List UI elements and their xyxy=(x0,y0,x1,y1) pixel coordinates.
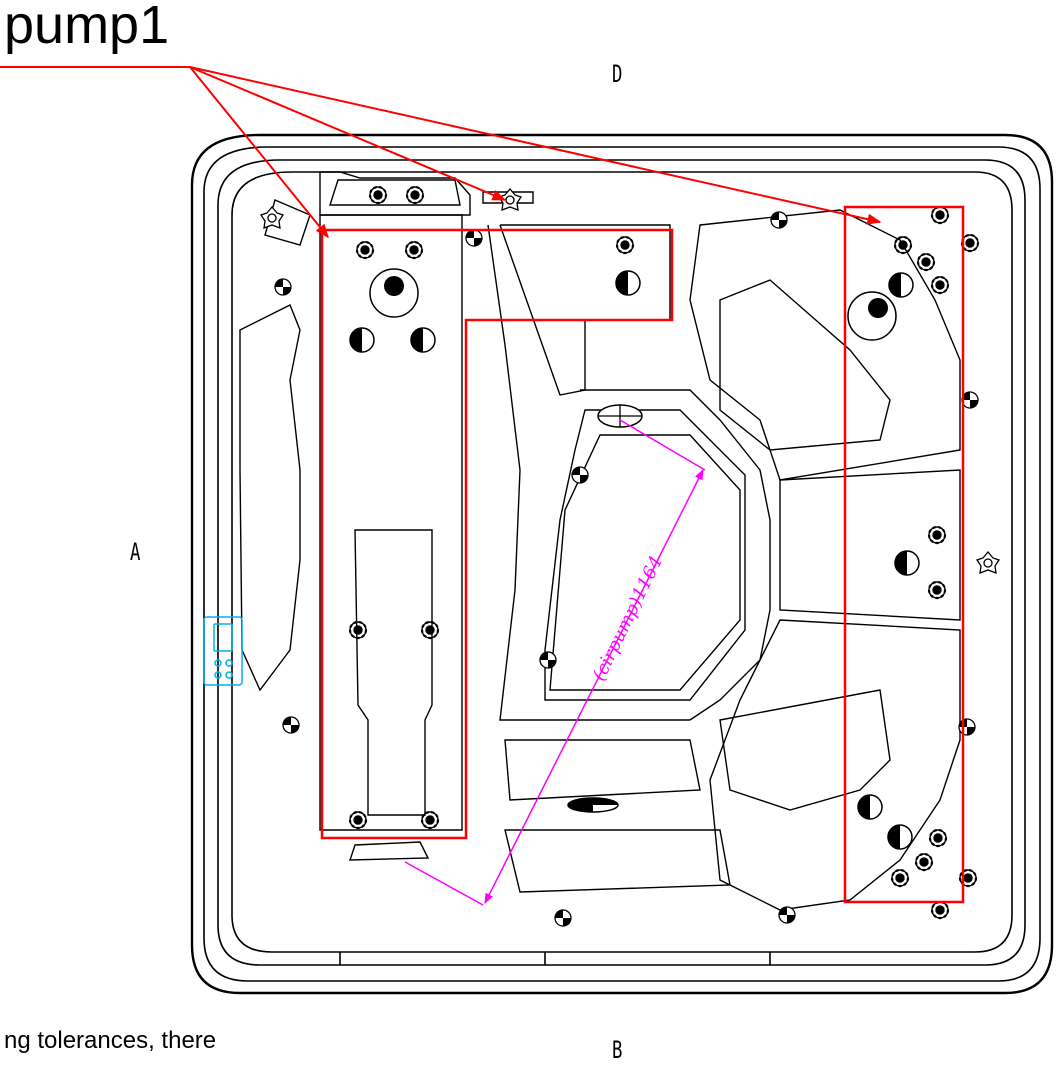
side-label-a: A xyxy=(130,538,141,566)
dimension-label: (cirpump)1164 xyxy=(589,553,668,684)
control-panel-icon xyxy=(203,616,243,686)
side-label-d: D xyxy=(612,60,623,88)
halfjet-group xyxy=(349,268,920,850)
side-label-b: B xyxy=(612,1036,623,1064)
pump1-callout xyxy=(0,66,965,904)
footnote-text: ng tolerances, there xyxy=(4,1027,217,1054)
cirpump-dimension xyxy=(404,419,706,906)
pump1-label: pump1 xyxy=(4,0,170,55)
spa-shell xyxy=(190,133,1054,995)
